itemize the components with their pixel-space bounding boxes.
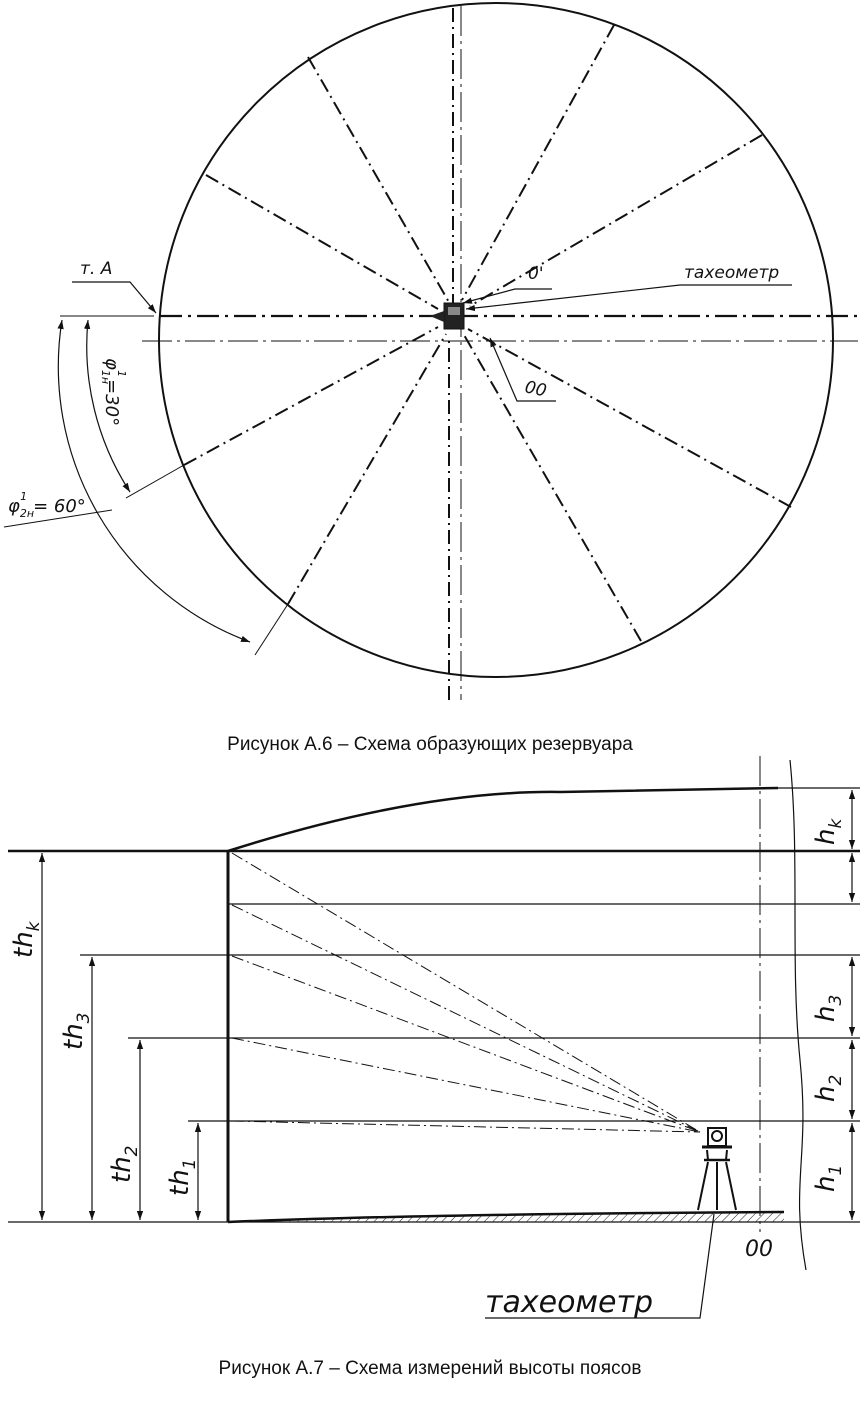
generatrix-lines — [183, 8, 792, 700]
dim-label-h1: h1 — [811, 1165, 846, 1192]
dim-label-hk: hk — [811, 818, 846, 845]
label-axis-a7: 00 — [745, 1237, 773, 1262]
dim-label-th2: th2 — [107, 1145, 142, 1183]
leader-zero — [462, 288, 552, 304]
caption-figure-a6: Рисунок А.6 – Схема образующих резервуар… — [227, 734, 633, 755]
leader-point-a — [72, 281, 157, 314]
tank-bottom — [227, 1210, 785, 1224]
figure-a7: тахеометр 00 thk th3 th2 th1 hk h3 h2 h1 — [8, 756, 860, 1320]
tacheometer-tripod — [697, 1127, 737, 1211]
angle-label-60: φ2н1= 60° — [8, 490, 86, 520]
label-axis-a6: 00 — [523, 377, 548, 401]
leader-tacheometer — [465, 284, 792, 312]
caption-figure-a7: Рисунок А.7 – Схема измерений высоты поя… — [218, 1358, 642, 1379]
tacheometer-symbol-a6 — [430, 302, 465, 330]
leader-axis — [489, 337, 556, 402]
dim-label-th1: th1 — [165, 1158, 200, 1196]
label-zero: 0' — [528, 264, 544, 284]
leader-tacheometer-a7 — [485, 1213, 715, 1319]
belt-level-lines — [8, 849, 860, 1223]
sight-lines — [231, 852, 701, 1133]
angle-dimension-60: φ2н1= 60° — [3, 319, 289, 656]
tank-outline-circle — [158, 2, 834, 678]
dim-label-th3: th3 — [59, 1012, 94, 1050]
tank-roof — [227, 786, 779, 853]
label-tacheometer-a6: тахеометр — [684, 263, 779, 283]
label-point-a: т. А — [80, 259, 112, 279]
dim-label-h3: h3 — [811, 995, 846, 1022]
left-dimension-lines — [38, 853, 202, 1220]
dim-label-thk: thk — [9, 920, 44, 958]
dim-label-h2: h2 — [811, 1075, 846, 1102]
break-line — [789, 759, 807, 1271]
label-tacheometer-a7: тахеометр — [485, 1285, 653, 1320]
